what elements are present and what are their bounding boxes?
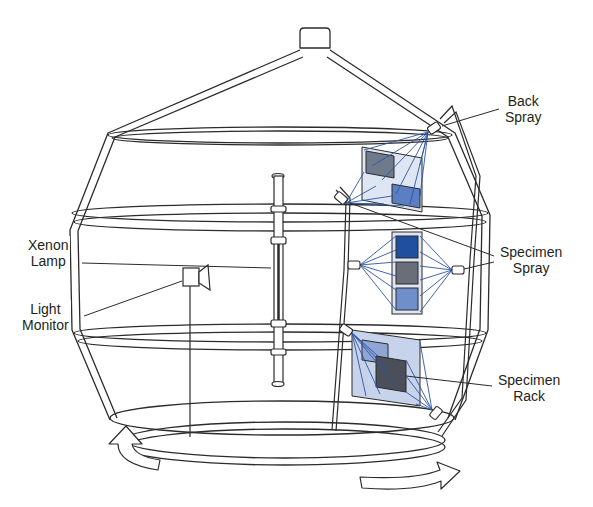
leader-line: [350, 203, 494, 256]
frame-ring: [110, 401, 454, 435]
back-spray-fan: [364, 132, 428, 204]
nozzle: [427, 121, 441, 134]
nozzle: [348, 261, 360, 269]
base-plate: [125, 429, 445, 465]
nozzle: [429, 406, 443, 420]
rack-panel: [392, 232, 422, 314]
leader-line: [406, 376, 492, 386]
lamp-fitting: [271, 349, 286, 355]
rotation-arrow: [360, 462, 460, 489]
frame-ring: [108, 127, 452, 143]
frame-bar: [70, 50, 300, 420]
spray-fan: [346, 132, 452, 410]
leader-line: [84, 281, 182, 316]
nozzle: [452, 266, 464, 274]
spray-pipe: [332, 106, 480, 436]
leader-line: [82, 263, 271, 268]
nozzle: [334, 191, 348, 205]
specimen-spray-fan: [420, 236, 452, 312]
lamp-fitting: [271, 320, 286, 327]
lamp-arc: [277, 244, 280, 320]
lamp-fitting: [271, 206, 286, 212]
specimen: [396, 288, 418, 310]
part-label: Specimen Rack: [496, 371, 562, 405]
specimen: [392, 184, 420, 208]
leader-line: [442, 109, 499, 126]
xenon-lamp: [271, 174, 286, 387]
part-label: Light Monitor: [20, 300, 71, 334]
part-label: Xenon Lamp: [26, 236, 70, 270]
leader-line: [464, 262, 494, 269]
base-plate: [125, 422, 445, 458]
lamp-fitting: [271, 237, 286, 244]
specimen-spray-pipe: [336, 187, 350, 431]
spray-nozzle: [334, 121, 464, 420]
monitor-sensor: [199, 265, 210, 290]
top-cap: [300, 28, 330, 48]
specimen-spray-fan: [360, 236, 396, 310]
rotation-arrow: [109, 426, 460, 489]
monitor-stand: [189, 286, 190, 437]
monitor-body: [183, 268, 199, 286]
leader-line: [82, 109, 499, 386]
light-monitor: [183, 265, 210, 437]
specimen: [376, 356, 406, 392]
nozzle: [339, 323, 353, 336]
lamp-cap: [272, 382, 284, 387]
frame-bar: [327, 57, 482, 418]
rack-panel: [362, 147, 422, 212]
specimen-rack: [352, 147, 422, 406]
specimen: [396, 236, 418, 258]
specimen-spray-fan: [352, 333, 398, 396]
frame-bar: [330, 50, 490, 420]
specimen-spray-fan: [346, 172, 404, 206]
part-label: Specimen Spray: [498, 243, 564, 277]
frame-ring: [112, 131, 448, 145]
chamber-frame: [70, 28, 490, 465]
part-label: Back Spray: [503, 92, 544, 126]
specimen: [396, 262, 418, 284]
rotation-arrow: [109, 426, 160, 470]
